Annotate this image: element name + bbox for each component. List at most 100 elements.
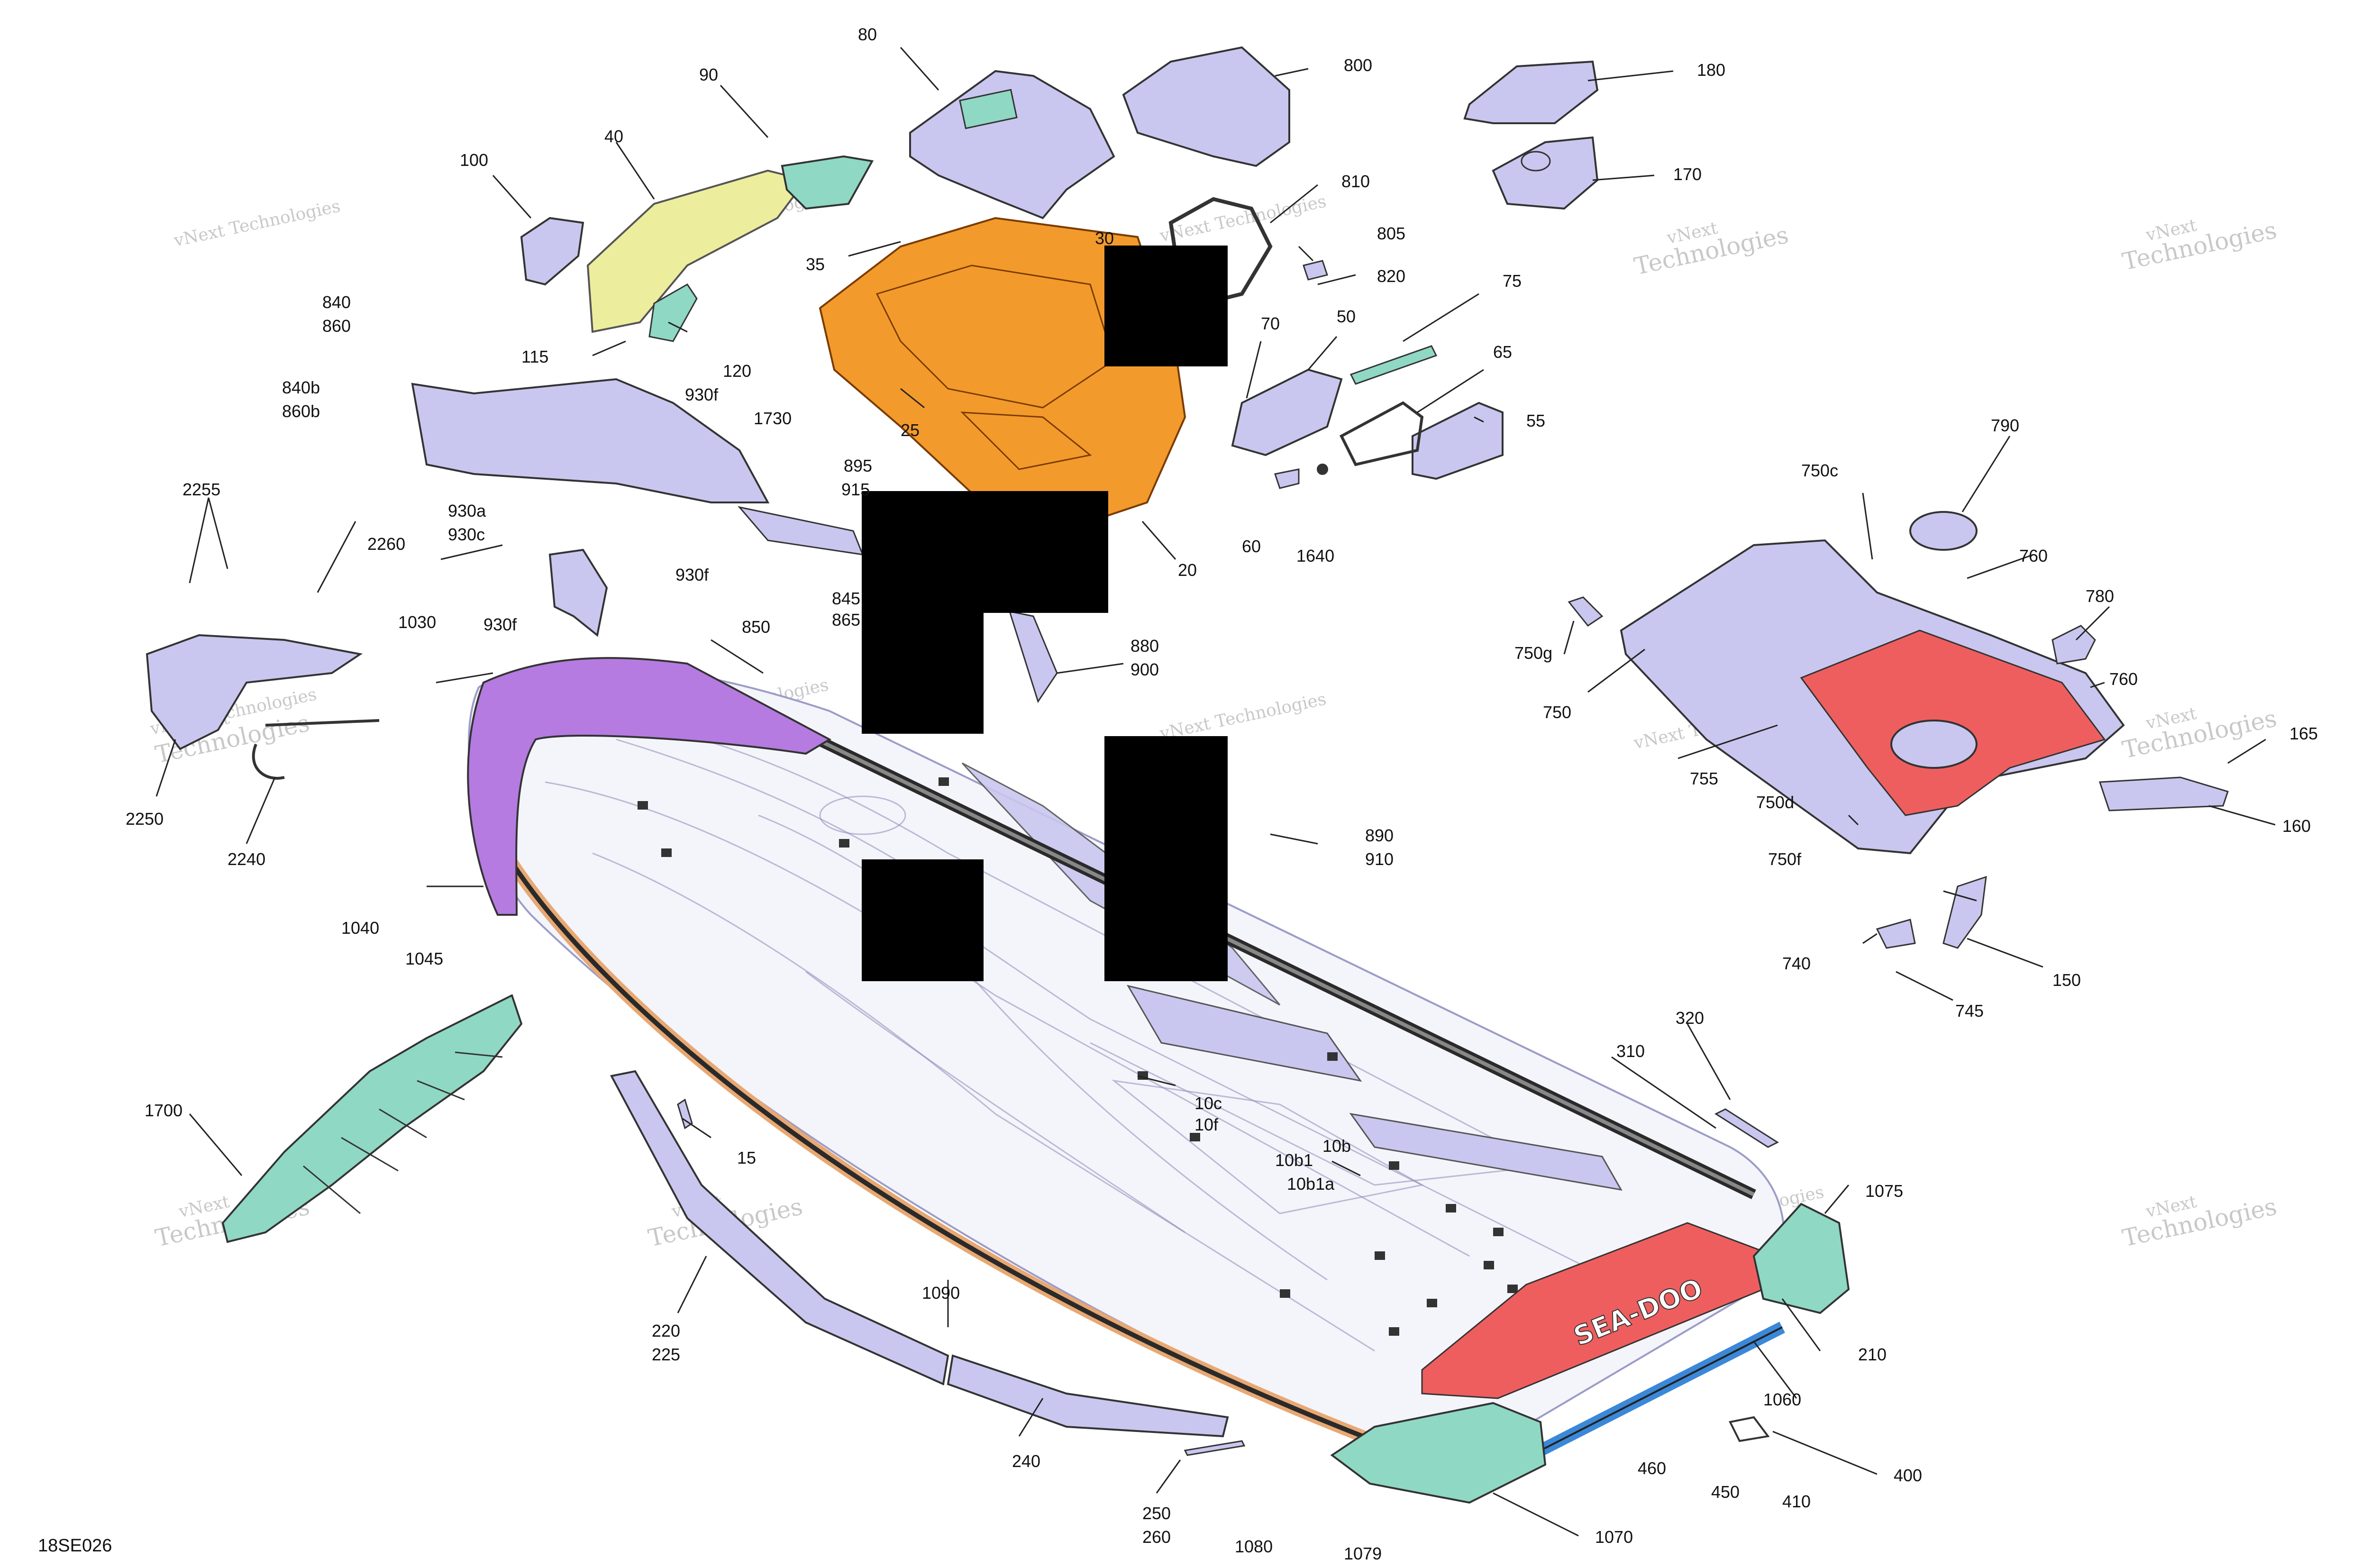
bracket-400 (1729, 1416, 1770, 1442)
part-780 (2051, 625, 2096, 665)
right-gunwale-trim-inner (757, 709, 1755, 1196)
callout-755: 755 (1690, 769, 1718, 788)
callout-1070: 1070 (1595, 1527, 1633, 1547)
watermark: vNext Technologies (1158, 191, 1328, 246)
front-bumper-1030 (467, 657, 832, 916)
callout-70: 70 (1261, 314, 1280, 333)
lens-100 (520, 217, 584, 286)
watermark: vNext Technologies (1158, 689, 1328, 744)
callout-10b1: 10b1 (1275, 1150, 1313, 1170)
fastener-clip (939, 777, 949, 786)
nose-clip-2240 (252, 743, 285, 780)
fastener-clip (839, 839, 849, 848)
callout-170: 170 (1673, 164, 1702, 184)
callout-1090: 1090 (922, 1283, 960, 1303)
callout-750f: 750f (1768, 849, 1802, 869)
bracket-930a (548, 548, 608, 637)
cover-90 (781, 155, 874, 210)
bracket-150 (1942, 875, 1987, 949)
callout-840b: 840b (282, 378, 320, 397)
redaction-box (1104, 736, 1228, 981)
bracket-160 (2098, 776, 2229, 811)
fastener-clip (1389, 1327, 1399, 1336)
callout-10f: 10f (1194, 1115, 1219, 1134)
part-60 (1274, 468, 1300, 489)
fastener-clip (1190, 1133, 1200, 1141)
callout-930c: 930c (448, 525, 485, 544)
gasket-65 (1340, 401, 1424, 466)
redaction-box (862, 491, 1108, 613)
grip-pad-ribs (303, 1051, 503, 1214)
callout-850: 850 (742, 617, 770, 637)
fastener-clip (638, 801, 648, 810)
panel-880 (1008, 611, 1058, 703)
side-panel-840 (411, 378, 770, 503)
watermark: vNext Technologies (172, 196, 342, 251)
fastener-clip (1327, 1052, 1338, 1061)
callout-40: 40 (604, 127, 623, 146)
callout-2250: 2250 (126, 809, 164, 829)
leader-lines (155, 47, 2276, 1537)
callout-750: 750 (1543, 702, 1571, 722)
clip-805 (1303, 260, 1328, 281)
callout-1080: 1080 (1235, 1537, 1273, 1556)
callout-2260: 2260 (367, 534, 405, 554)
callout-10b1a: 10b1a (1287, 1174, 1335, 1194)
callout-805: 805 (1377, 224, 1405, 243)
callout-210: 210 (1858, 1345, 1887, 1364)
callout-890: 890 (1365, 826, 1394, 845)
watermark-text: Technologies (2120, 1193, 2279, 1252)
callout-1640: 1640 (1296, 546, 1334, 565)
callout-1040: 1040 (341, 918, 379, 938)
callout-labels: 80 90 800 180 40 100 170 810 30 805 35 8… (126, 25, 2318, 1563)
glovebox-40 (586, 169, 808, 333)
deck-console-trim (1126, 985, 1362, 1082)
deck-side-trim (1349, 1112, 1623, 1191)
callout-1075: 1075 (1865, 1181, 1903, 1201)
callout-930f-top: 930f (685, 385, 719, 404)
cap-790 (1909, 511, 1978, 551)
callout-750c: 750c (1801, 461, 1838, 480)
callout-100: 100 (460, 150, 488, 170)
storage-170-cap (1521, 151, 1551, 172)
left-gunwale-trim-black (510, 861, 1376, 1443)
callout-780: 780 (2086, 586, 2114, 606)
strip-15 (677, 1098, 693, 1130)
callout-310: 310 (1616, 1041, 1645, 1061)
callout-160: 160 (2282, 816, 2311, 836)
redaction-box (862, 859, 984, 981)
side-strip-220 (610, 1070, 949, 1386)
callout-750g: 750g (1514, 643, 1552, 663)
watermark: vNext Technologies (2120, 216, 2279, 276)
watermark-text: Technologies (2120, 216, 2279, 276)
watermark-text: vNext Technologies (172, 196, 342, 251)
cover-180 (1463, 60, 1599, 124)
deck-fasteners (638, 777, 1518, 1336)
rear-blue-trim-edge (1540, 1326, 1783, 1451)
rear-deck-hatch (1890, 720, 1978, 769)
watermark: vNext Technologies (1632, 218, 1791, 280)
callout-50: 50 (1337, 307, 1356, 326)
watermark-text: vNext Technologies (1158, 689, 1328, 744)
callout-220: 220 (652, 1321, 680, 1340)
clip-750g (1568, 596, 1604, 627)
plate-310 (1714, 1108, 1779, 1148)
callout-65: 65 (1493, 342, 1512, 362)
callout-75: 75 (1503, 271, 1522, 291)
callout-240: 240 (1012, 1451, 1040, 1471)
callout-790: 790 (1991, 416, 2019, 435)
side-panel-lower (737, 506, 864, 556)
callout-760-top: 760 (2019, 546, 2048, 565)
callout-150: 150 (2052, 970, 2081, 990)
fastener-clip (661, 848, 672, 857)
fastener-clip (1280, 1289, 1290, 1298)
callout-35: 35 (806, 255, 825, 274)
redaction-box (862, 613, 984, 734)
fastener-clip (1375, 1251, 1385, 1260)
callout-115: 115 (521, 347, 548, 366)
callout-750d: 750d (1756, 793, 1794, 812)
callout-760-mid: 760 (2109, 669, 2138, 689)
fastener-clip (1493, 1228, 1504, 1236)
callout-1060: 1060 (1763, 1390, 1801, 1409)
callout-10c: 10c (1194, 1094, 1222, 1113)
